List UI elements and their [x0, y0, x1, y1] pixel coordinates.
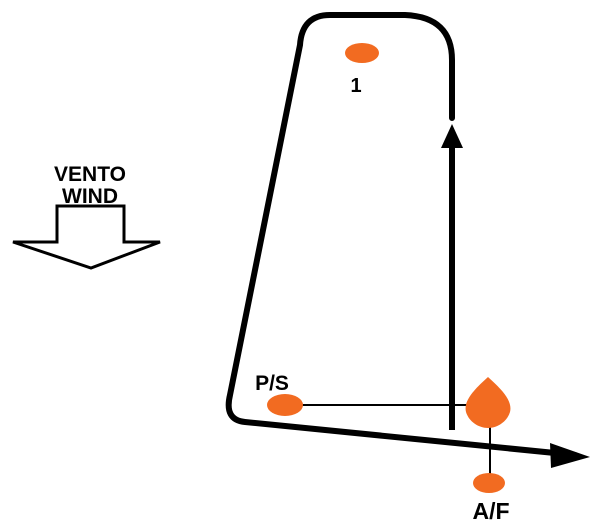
course-end-arrow-icon [550, 443, 590, 468]
mark-1-buoy-icon [345, 43, 379, 63]
arrival-finish-label: A/F [472, 498, 509, 520]
arrival-finish-buoy-icon [473, 473, 505, 493]
wind-indicator: VENTO WIND [12, 163, 161, 270]
pin-start-label: P/S [255, 372, 289, 395]
mark-1-label: 1 [350, 75, 361, 97]
committee-boat-icon [465, 377, 511, 428]
arrival-finish-mark: A/F [472, 473, 510, 520]
upwind-leg-arrow-icon [441, 124, 463, 148]
pin-start-buoy-icon [267, 394, 303, 416]
wind-arrow-icon [12, 204, 161, 270]
wind-label-vento: VENTO [54, 163, 126, 186]
pin-start-mark: P/S [255, 372, 303, 416]
wind-label-wind: WIND [62, 185, 118, 208]
course-outline [225, 12, 578, 458]
mark-1: 1 [345, 43, 379, 97]
